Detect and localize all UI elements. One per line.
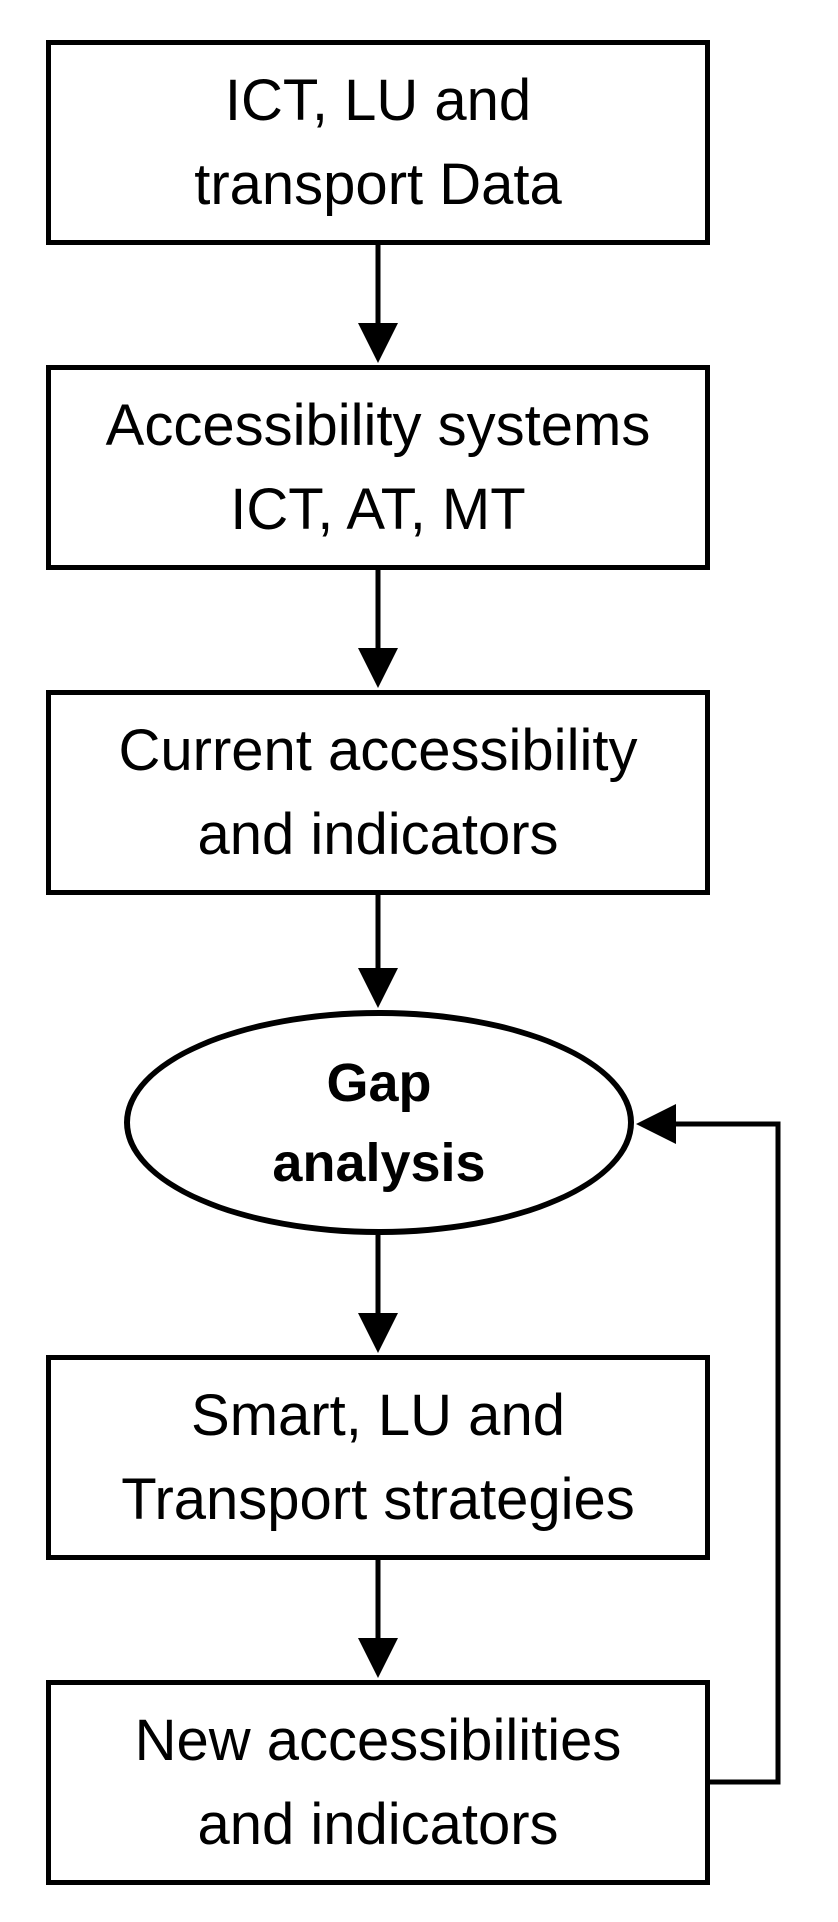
- node-data-sources: ICT, LU and transport Data: [46, 40, 710, 245]
- node-strategies-line-1: Smart, LU and: [191, 1382, 565, 1448]
- node-gap-analysis-line-1: Gap: [326, 1052, 432, 1113]
- node-current-accessibility-line-2: and indicators: [197, 801, 559, 867]
- node-current-accessibility-line-1: Current accessibility: [118, 717, 638, 783]
- node-accessibility-systems-line-2: ICT, AT, MT: [230, 476, 526, 542]
- node-new-accessibilities-line-1: New accessibilities: [134, 1707, 622, 1773]
- node-gap-analysis-line-2: analysis: [272, 1132, 486, 1193]
- feedback-arrow-new-to-gap: [636, 1104, 781, 1785]
- node-data-sources-line-1: ICT, LU and: [224, 67, 532, 133]
- node-accessibility-systems-line-1: Accessibility systems: [105, 392, 651, 458]
- node-accessibility-systems: Accessibility systems ICT, AT, MT: [46, 365, 710, 570]
- node-gap-analysis: Gap analysis: [124, 1010, 634, 1235]
- node-strategies: Smart, LU and Transport strategies: [46, 1355, 710, 1560]
- node-strategies-line-2: Transport strategies: [121, 1466, 635, 1532]
- node-current-accessibility: Current accessibility and indicators: [46, 690, 710, 895]
- node-new-accessibilities-line-2: and indicators: [197, 1791, 559, 1857]
- node-data-sources-line-2: transport Data: [194, 151, 562, 217]
- node-new-accessibilities: New accessibilities and indicators: [46, 1680, 710, 1885]
